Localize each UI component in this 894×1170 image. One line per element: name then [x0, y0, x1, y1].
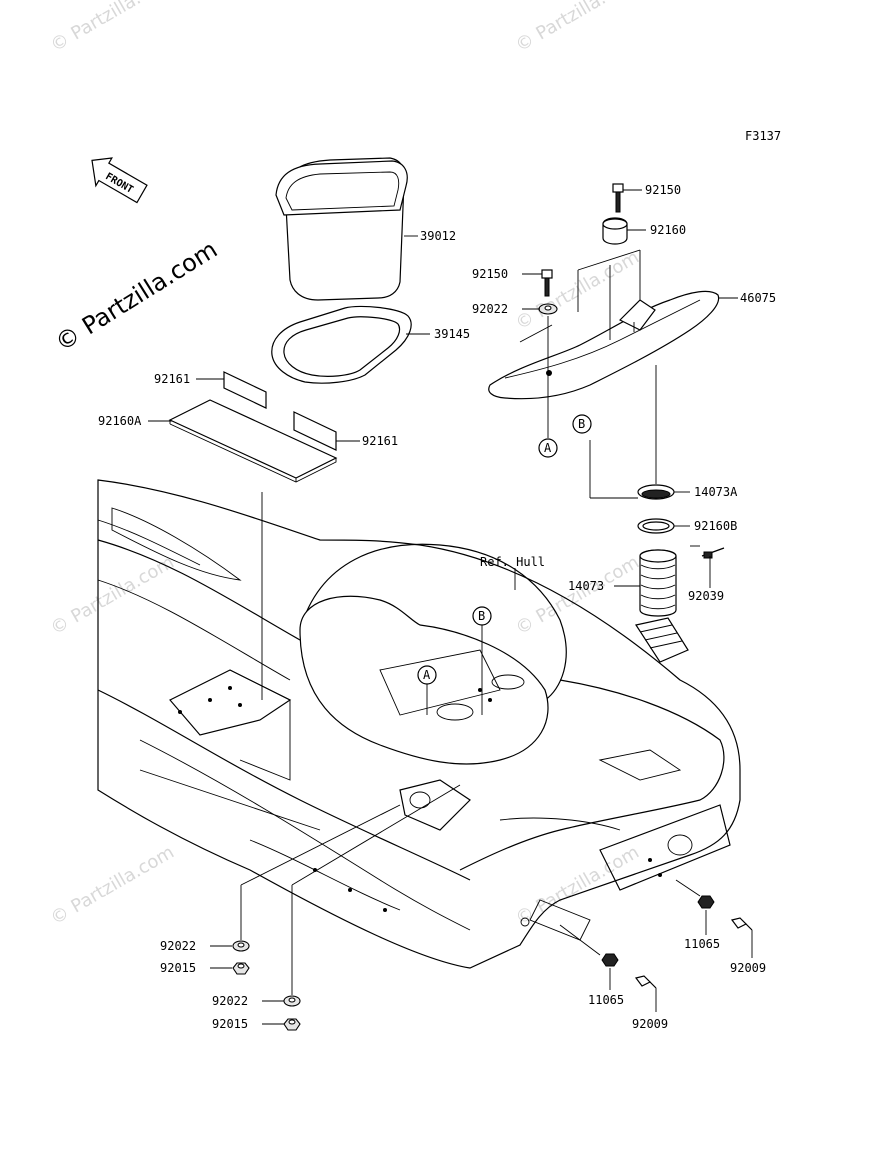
ref-hull-label: Ref. Hull	[480, 555, 545, 569]
washer-92022-left2	[283, 995, 301, 1007]
svg-text:B: B	[578, 417, 585, 431]
grab-handle	[488, 290, 720, 400]
callout-46075: 46075	[740, 291, 776, 305]
watermark: © Partzilla.com	[512, 0, 643, 56]
bolt-92150-mid	[541, 269, 553, 297]
foam-pads	[168, 371, 338, 483]
svg-text:A: A	[544, 441, 552, 455]
watermark: © Partzilla.com	[47, 842, 178, 930]
washer-92022-top	[538, 303, 558, 315]
collar-92160	[602, 217, 628, 245]
callout-92009: 92009	[632, 1017, 668, 1031]
svg-text:A: A	[423, 668, 431, 682]
bolt-92150-top	[612, 183, 624, 213]
watermark: © Partzilla.com	[47, 552, 178, 640]
marker-b-top: B	[572, 414, 592, 434]
callout-92150: 92150	[645, 183, 681, 197]
callout-14073: 14073	[568, 579, 604, 593]
callout-92160b: 92160B	[694, 519, 737, 533]
callout-92022: 92022	[212, 994, 248, 1008]
callout-92161: 92161	[362, 434, 398, 448]
figure-code: F3137	[745, 129, 781, 143]
callout-92161: 92161	[154, 372, 190, 386]
callout-92009: 92009	[730, 961, 766, 975]
callout-14073a: 14073A	[694, 485, 738, 499]
gasket	[271, 305, 412, 384]
ring-92160B	[637, 518, 675, 534]
front-arrow-icon: FRONT	[91, 157, 148, 204]
callout-11065: 11065	[588, 993, 624, 1007]
duct-14073	[635, 549, 689, 663]
nut-11065-right	[697, 895, 715, 909]
nut-92015-left2	[283, 1018, 301, 1031]
washer-92022-left1	[232, 940, 250, 952]
screw-92009-right	[730, 917, 753, 931]
callout-92039: 92039	[688, 589, 724, 603]
ring-14073A	[637, 484, 675, 500]
leader-lines	[148, 189, 753, 1025]
screw-92009-mid	[634, 975, 657, 989]
marker-a-hull: A	[417, 665, 437, 685]
nut-11065-mid	[601, 953, 619, 967]
callout-39145: 39145	[434, 327, 470, 341]
callout-92160a: 92160A	[98, 414, 142, 428]
nut-92015-left1	[232, 962, 250, 975]
marker-a-top: A	[538, 438, 558, 458]
callout-39012: 39012	[420, 229, 456, 243]
callout-92022: 92022	[472, 302, 508, 316]
clamp-92039	[701, 547, 725, 559]
watermark-main: © Partzilla.com	[50, 235, 222, 357]
storage-bucket	[275, 157, 408, 301]
callout-92015: 92015	[160, 961, 196, 975]
callout-11065: 11065	[684, 937, 720, 951]
svg-text:B: B	[478, 609, 485, 623]
faint-watermarks: © Partzilla.com © Partzilla.com © Partzi…	[47, 0, 643, 929]
callout-92160: 92160	[650, 223, 686, 237]
callout-92022: 92022	[160, 939, 196, 953]
marker-b-hull: B	[472, 606, 492, 626]
callout-92015: 92015	[212, 1017, 248, 1031]
callout-92150: 92150	[472, 267, 508, 281]
watermark: © Partzilla.com	[47, 0, 178, 56]
